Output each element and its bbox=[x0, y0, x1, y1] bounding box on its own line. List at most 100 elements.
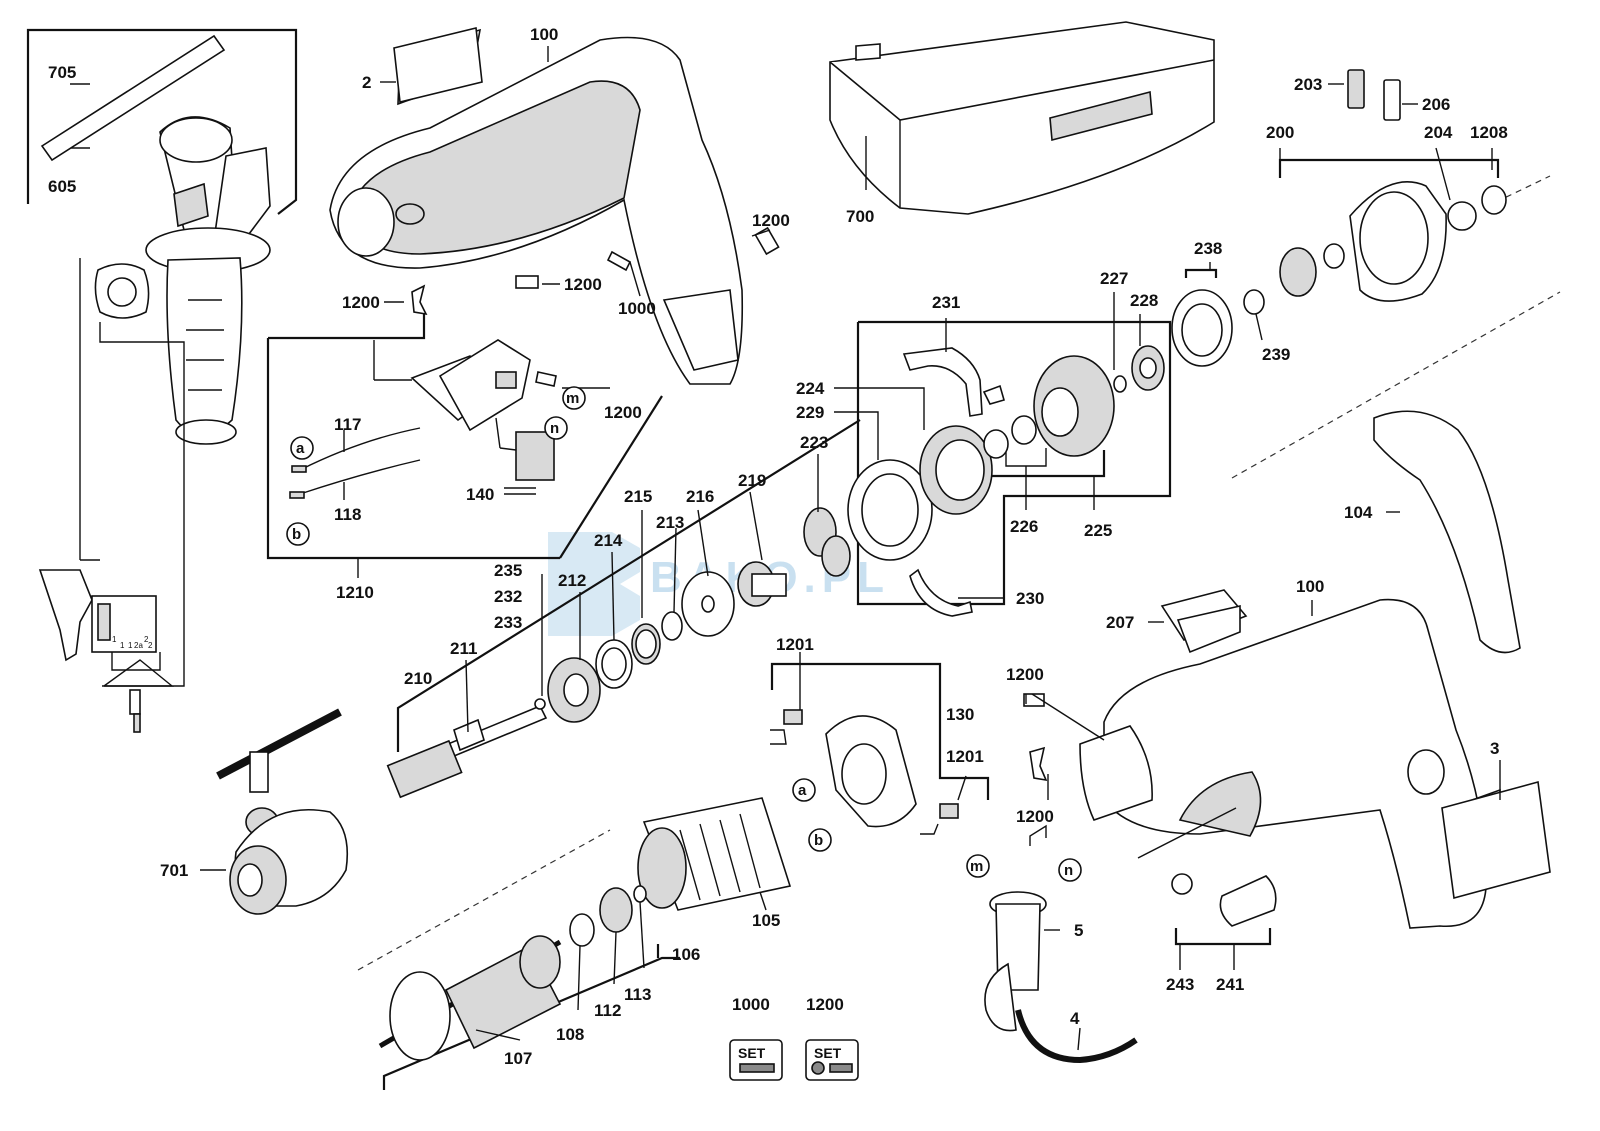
svg-text:1: 1 bbox=[120, 641, 125, 650]
callout-235: 235 bbox=[494, 561, 522, 580]
callout-105: 105 bbox=[752, 911, 780, 930]
callout-1201-b: 1201 bbox=[946, 747, 984, 766]
circle-labels: a b m n a b m n bbox=[286, 386, 1082, 882]
svg-text:2: 2 bbox=[148, 641, 153, 650]
callout-203: 203 bbox=[1294, 75, 1322, 94]
svg-text:1: 1 bbox=[112, 635, 117, 644]
svg-text:2a: 2a bbox=[134, 641, 143, 650]
circle-label-b1: b bbox=[292, 526, 301, 543]
callout-225: 225 bbox=[1084, 521, 1112, 540]
callout-1200-e: 1200 bbox=[1006, 665, 1044, 684]
callout-204: 204 bbox=[1424, 123, 1453, 142]
callout-130: 130 bbox=[946, 705, 974, 724]
callout-243: 243 bbox=[1166, 975, 1194, 994]
callout-107: 107 bbox=[504, 1049, 532, 1068]
callout-705: 705 bbox=[48, 63, 76, 82]
callout-206: 206 bbox=[1422, 95, 1450, 114]
pins bbox=[411, 226, 1048, 782]
callout-241: 241 bbox=[1216, 975, 1244, 994]
leader-lines bbox=[200, 46, 1501, 1051]
callout-1200-f: 1200 bbox=[1016, 807, 1054, 826]
callout-224: 224 bbox=[796, 379, 825, 398]
housing-left-half bbox=[329, 28, 744, 385]
callout-231: 231 bbox=[932, 293, 960, 312]
callout-700: 700 bbox=[846, 207, 874, 226]
circle-label-n1: n bbox=[550, 420, 559, 437]
circle-label-a1: a bbox=[296, 440, 305, 457]
svg-text:2: 2 bbox=[144, 635, 149, 644]
circle-label-a2: a bbox=[798, 782, 807, 799]
callout-219: 219 bbox=[738, 471, 766, 490]
wiring-schematic: 1 1 1 2a 2 2 bbox=[38, 258, 185, 733]
callout-3: 3 bbox=[1490, 739, 1499, 758]
spindle bbox=[386, 704, 548, 799]
callout-215: 215 bbox=[624, 487, 652, 506]
callout-1200-b: 1200 bbox=[564, 275, 602, 294]
callout-213: 213 bbox=[656, 513, 684, 532]
callout-226: 226 bbox=[1010, 517, 1038, 536]
rear-handle-cover bbox=[1373, 410, 1521, 654]
brush-holder bbox=[770, 709, 959, 835]
housing-right-half bbox=[1079, 589, 1503, 929]
power-cable bbox=[984, 824, 1138, 1064]
set-badge-1000-text: SET bbox=[738, 1045, 766, 1061]
gear-group-parts bbox=[847, 345, 1165, 617]
callout-200: 200 bbox=[1266, 123, 1294, 142]
rating-label bbox=[1441, 780, 1551, 900]
circle-label-b2: b bbox=[814, 832, 823, 849]
stator-field bbox=[637, 797, 792, 911]
callout-1210: 1210 bbox=[336, 583, 374, 602]
callout-211: 211 bbox=[450, 639, 477, 658]
callout-118: 118 bbox=[334, 505, 361, 524]
callout-232: 232 bbox=[494, 587, 522, 606]
callout-1000-set: 1000 bbox=[732, 995, 770, 1014]
set-badge-1200-text: SET bbox=[814, 1045, 842, 1061]
callout-1200-set: 1200 bbox=[806, 995, 844, 1014]
side-handle bbox=[40, 34, 271, 445]
gear-set bbox=[737, 507, 851, 607]
carry-case bbox=[829, 21, 1215, 215]
callout-239: 239 bbox=[1262, 345, 1290, 364]
callout-230: 230 bbox=[1016, 589, 1044, 608]
callout-210: 210 bbox=[404, 669, 432, 688]
callout-1208: 1208 bbox=[1470, 123, 1508, 142]
callout-1201-a: 1201 bbox=[776, 635, 814, 654]
callout-1200-c: 1200 bbox=[342, 293, 380, 312]
callout-113: 113 bbox=[624, 985, 651, 1004]
armature bbox=[378, 885, 647, 1061]
circle-label-m1: m bbox=[566, 390, 579, 407]
callout-216: 216 bbox=[686, 487, 714, 506]
switch-assembly bbox=[289, 339, 557, 499]
label-2 bbox=[393, 27, 483, 103]
callout-100-top: 100 bbox=[530, 25, 558, 44]
callout-108: 108 bbox=[556, 1025, 584, 1044]
callout-1200-d: 1200 bbox=[604, 403, 642, 422]
callout-228: 228 bbox=[1130, 291, 1158, 310]
callout-106: 106 bbox=[672, 945, 700, 964]
set-badges: SET SET bbox=[729, 1039, 859, 1081]
callout-117: 117 bbox=[334, 415, 361, 434]
clutch-parts bbox=[1171, 69, 1507, 367]
callout-112: 112 bbox=[594, 1001, 621, 1020]
circle-label-n2: n bbox=[1064, 862, 1073, 879]
callout-104: 104 bbox=[1344, 503, 1373, 522]
callout-212: 212 bbox=[558, 571, 586, 590]
callout-227: 227 bbox=[1100, 269, 1128, 288]
callout-1200-a: 1200 bbox=[752, 211, 790, 230]
callout-5: 5 bbox=[1074, 921, 1083, 940]
callout-605: 605 bbox=[48, 177, 76, 196]
callout-701: 701 bbox=[160, 861, 188, 880]
callout-100-right: 100 bbox=[1296, 577, 1324, 596]
callout-140: 140 bbox=[466, 485, 494, 504]
circle-label-m2: m bbox=[970, 858, 983, 875]
callout-207: 207 bbox=[1106, 613, 1134, 632]
callout-229: 229 bbox=[796, 403, 824, 422]
chuck-and-key bbox=[216, 708, 349, 915]
callout-214: 214 bbox=[594, 531, 623, 550]
callout-1000: 1000 bbox=[618, 299, 656, 318]
bearings-and-rings bbox=[534, 571, 735, 723]
selector-knob bbox=[1137, 807, 1277, 927]
part-callouts: 705 605 2 100 1200 1200 1200 1000 700 20… bbox=[48, 25, 1508, 1068]
svg-text:1: 1 bbox=[128, 641, 133, 650]
